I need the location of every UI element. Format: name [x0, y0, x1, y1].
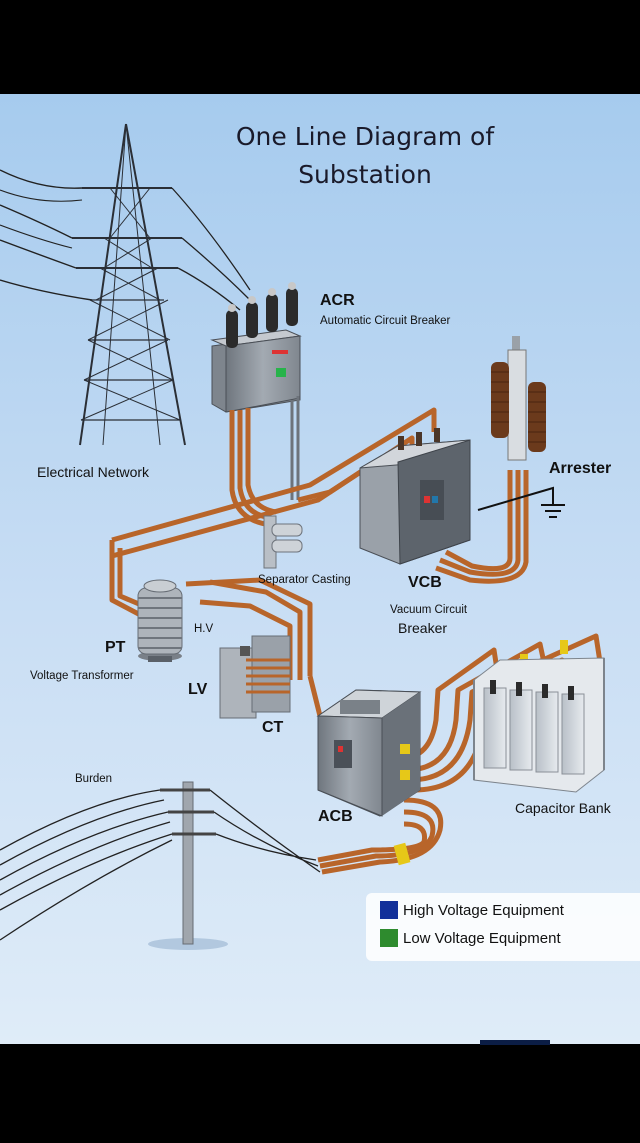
- ct-equipment: [219, 635, 291, 719]
- label-voltage-transformer: Voltage Transformer: [30, 670, 134, 682]
- separator-casting: [263, 515, 303, 569]
- legend-label-high-voltage: High Voltage Equipment: [403, 901, 564, 919]
- title-line-2: Substation: [298, 160, 432, 189]
- acr-equipment: [210, 282, 302, 500]
- legend: High Voltage Equipment Low Voltage Equip…: [366, 893, 640, 961]
- diagram-title: One Line Diagram of Substation: [200, 118, 530, 194]
- legend-swatch-high-voltage: [380, 901, 398, 919]
- legend-item-low-voltage: Low Voltage Equipment: [380, 929, 561, 947]
- label-acb: ACB: [318, 808, 353, 825]
- legend-swatch-low-voltage: [380, 929, 398, 947]
- label-pt: PT: [105, 639, 126, 656]
- label-acr: ACR: [320, 292, 355, 309]
- label-separator-casting: Separator Casting: [258, 574, 351, 586]
- label-acr-full: Automatic Circuit Breaker: [320, 315, 451, 327]
- label-vcb: VCB: [408, 574, 442, 591]
- legend-label-low-voltage: Low Voltage Equipment: [403, 929, 561, 947]
- vcb-equipment: [359, 428, 471, 565]
- label-hv: H.V: [194, 623, 214, 635]
- label-lv: LV: [188, 681, 208, 698]
- label-vcb-full-1: Vacuum Circuit: [390, 604, 468, 616]
- label-ct: CT: [262, 719, 284, 736]
- bottom-indicator: [480, 1040, 550, 1045]
- label-burden: Burden: [75, 773, 113, 785]
- label-electrical-network: Electrical Network: [37, 464, 150, 480]
- capacitor-bank: [473, 657, 605, 793]
- burden-pole: [0, 781, 321, 950]
- legend-item-high-voltage: High Voltage Equipment: [380, 901, 564, 919]
- arrester-equipment: [477, 336, 565, 518]
- label-capacitor-bank: Capacitor Bank: [515, 800, 611, 816]
- label-vcb-full-2: Breaker: [398, 620, 448, 636]
- title-line-1: One Line Diagram of: [235, 122, 495, 151]
- pt-equipment: [137, 579, 183, 662]
- acb-equipment: [316, 689, 422, 817]
- label-arrester: Arrester: [549, 460, 612, 477]
